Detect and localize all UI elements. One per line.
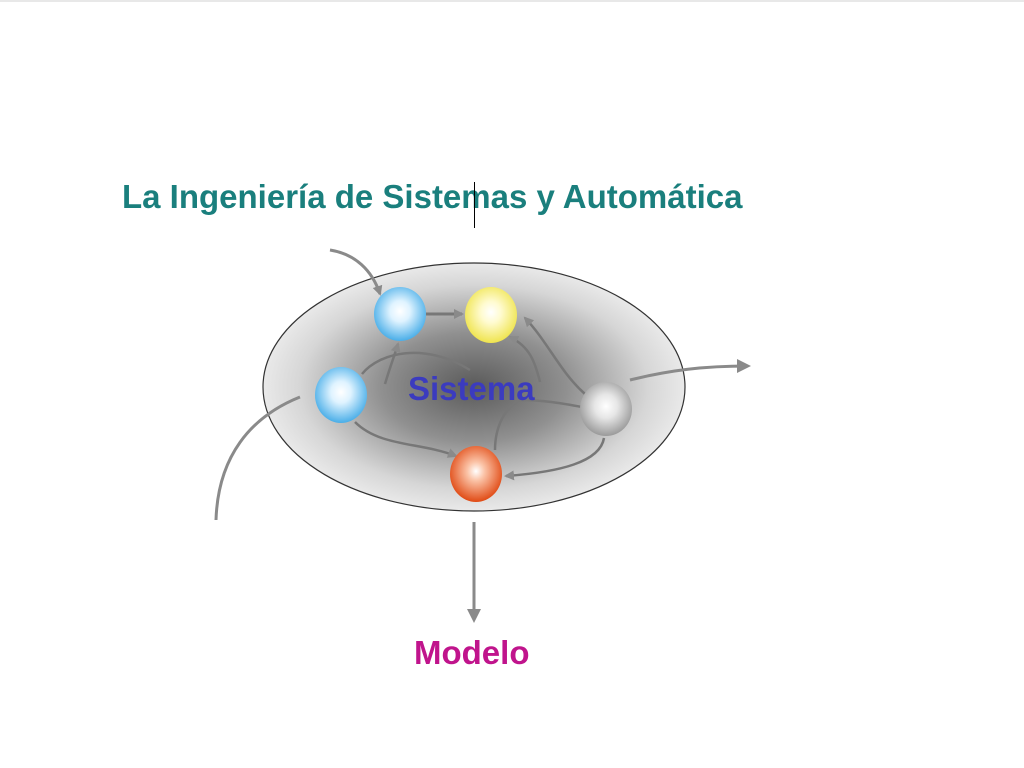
node-yellow: [465, 287, 517, 343]
link-grey-to-yellow-a: [523, 316, 586, 395]
input-arrow-left: [214, 395, 301, 521]
text-caret: [474, 182, 475, 228]
system-label: Sistema: [408, 370, 535, 407]
link-grey-to-red: [504, 437, 606, 481]
link-grey-to-yellow-b: [508, 335, 542, 383]
slide-title: La Ingeniería de Sistemas y Automática: [122, 178, 743, 215]
node-grey: [580, 382, 632, 436]
link-blue-to-red: [354, 421, 458, 458]
input-arrow-top: [329, 248, 383, 296]
output-arrow-right: [629, 359, 751, 382]
system-boundary-ellipse: [262, 262, 686, 512]
link-red-to-grey: [493, 398, 583, 451]
model-label: Modelo: [414, 634, 530, 671]
node-blue-lower: [315, 367, 367, 423]
link-blue-lower-loop: [361, 351, 471, 375]
node-red: [450, 446, 502, 502]
node-blue-upper: [374, 287, 426, 341]
link-to-blue-upper: [383, 342, 401, 385]
